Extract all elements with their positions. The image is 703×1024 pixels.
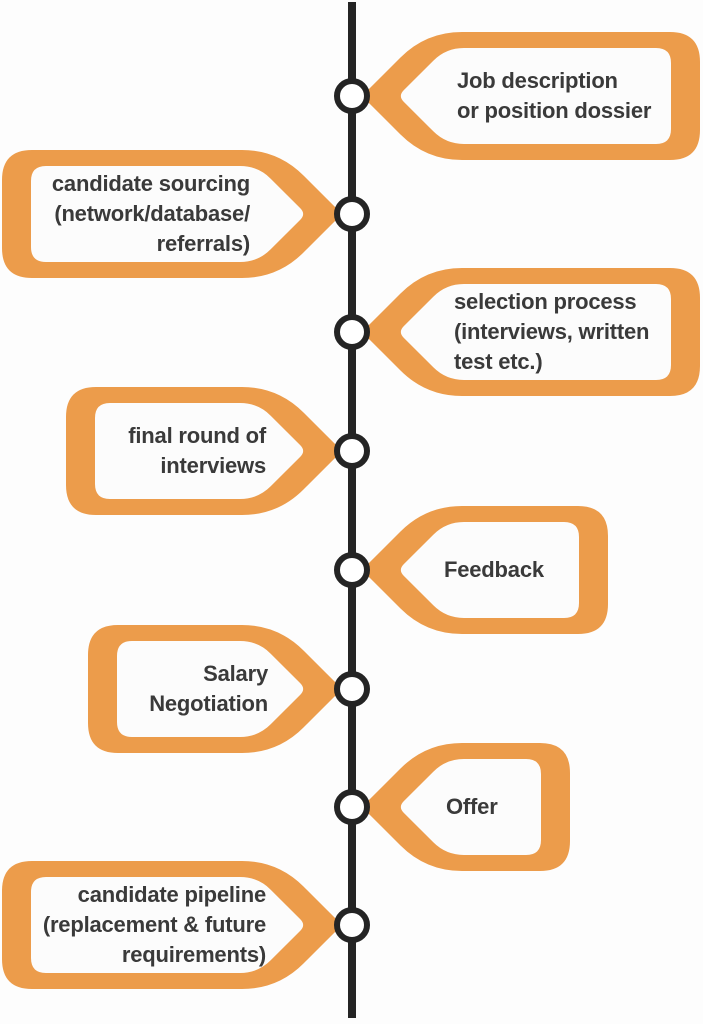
callout-salary-negotiation: Salary Negotiation [88, 625, 342, 753]
callout-label: final round of interviews [128, 423, 266, 478]
callout-job-description: Job description or position dossier [362, 32, 700, 160]
callout-bubble-shape [2, 861, 340, 989]
timeline-node [334, 552, 370, 588]
timeline-node [334, 789, 370, 825]
timeline-node [334, 433, 370, 469]
timeline-node [334, 196, 370, 232]
callout-candidate-sourcing: candidate sourcing (network/database/ re… [2, 150, 342, 278]
callout-label: Job description or position dossier [457, 68, 652, 123]
callout-bubble-shape [364, 268, 700, 396]
callout-bubble-shape [364, 506, 608, 634]
callout-final-round: final round of interviews [66, 387, 342, 515]
timeline-node [334, 314, 370, 350]
callout-bubble-shape [364, 743, 570, 871]
callout-selection-process: selection process (interviews, written t… [362, 268, 700, 396]
callout-feedback: Feedback [362, 506, 608, 634]
callout-bubble-shape [2, 150, 340, 278]
timeline-node [334, 671, 370, 707]
callout-label: Offer [446, 794, 498, 819]
callout-label: selection process (interviews, written t… [454, 289, 650, 374]
timeline-node [334, 907, 370, 943]
callout-bubble-shape [66, 387, 340, 515]
timeline-vertical-line [348, 2, 356, 1018]
callout-bubble-shape [88, 625, 340, 753]
callout-candidate-pipeline: candidate pipeline (replacement & future… [2, 861, 342, 989]
callout-label: candidate pipeline (replacement & future… [42, 882, 266, 967]
callout-label: Feedback [444, 557, 544, 582]
timeline-node [334, 78, 370, 114]
callout-offer: Offer [362, 743, 570, 871]
callout-label: candidate sourcing (network/database/ re… [51, 171, 250, 256]
callout-bubble-shape [364, 32, 700, 160]
callout-label: Salary Negotiation [149, 661, 268, 716]
